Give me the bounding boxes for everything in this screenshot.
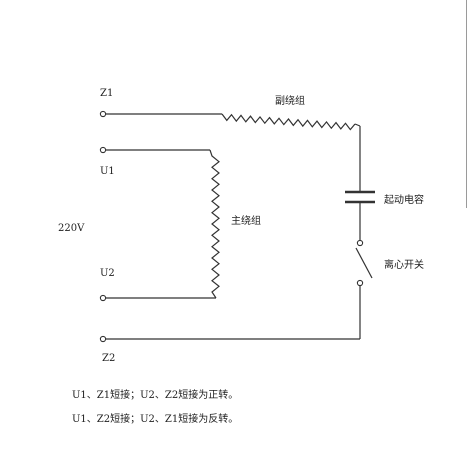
terminal-label-u2: U2 — [100, 268, 115, 279]
terminal-u2 — [99, 294, 107, 302]
terminal-label-z1: Z1 — [100, 88, 114, 99]
terminal-z2 — [99, 335, 107, 343]
note-reverse: U1、Z2短接；U2、Z1短接为反转。 — [72, 414, 239, 425]
switch-blade — [355, 247, 373, 279]
main-winding-coil — [209, 149, 220, 299]
terminal-u1 — [99, 146, 107, 154]
aux-right-wire — [354, 123, 361, 127]
start-capacitor-label: 起动电容 — [384, 195, 424, 206]
supply-voltage-label: 220V — [58, 223, 85, 234]
centrifugal-switch-label: 离心开关 — [384, 260, 424, 271]
aux-winding-coil — [221, 113, 356, 131]
switch-contact-bottom — [356, 279, 364, 287]
main-winding-label: 主绕组 — [231, 216, 261, 227]
terminal-label-z2: Z2 — [102, 353, 116, 364]
terminal-z1 — [99, 110, 107, 118]
note-forward: U1、Z1短接；U2、Z2短接为正转。 — [72, 390, 239, 401]
terminal-label-u1: U1 — [100, 166, 115, 177]
switch-contact-top — [356, 239, 364, 247]
aux-winding-label: 副绕组 — [275, 96, 305, 107]
edge-divider — [466, 0, 467, 208]
